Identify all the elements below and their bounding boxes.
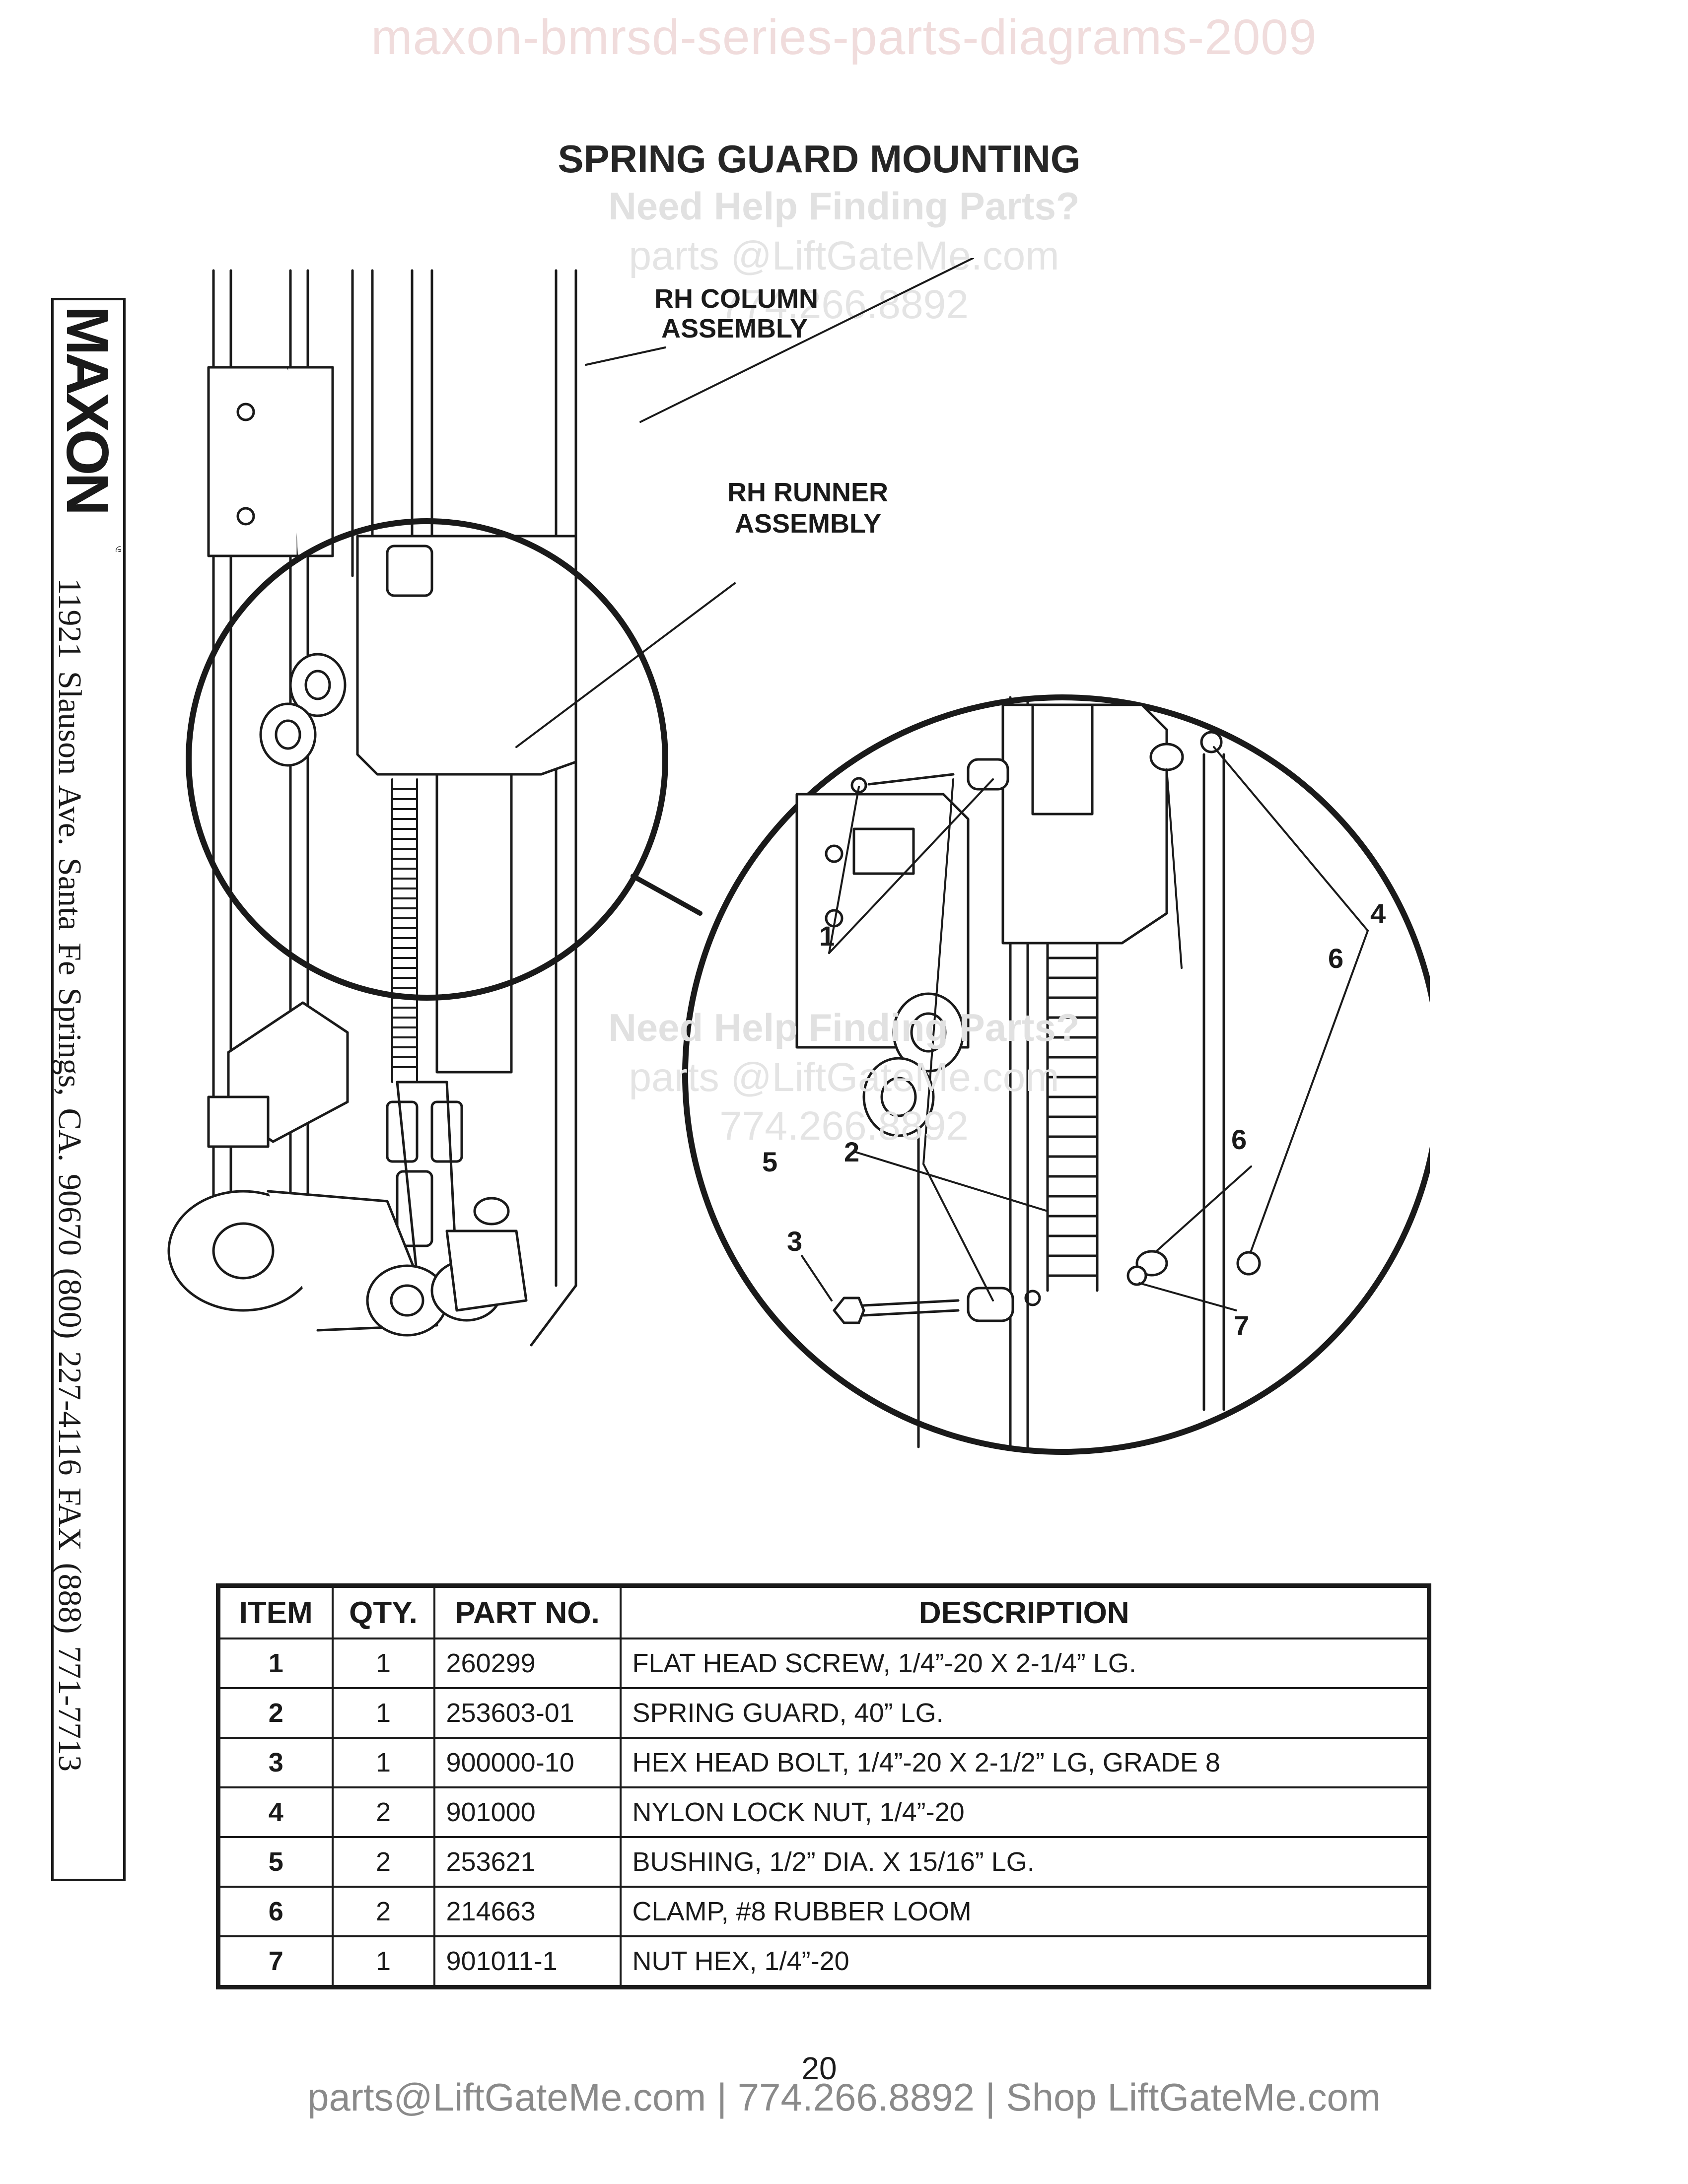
description-cell: FLAT HEAD SCREW, 1/4”-20 X 2-1/4” LG. [619,1638,1430,1689]
description-cell: SPRING GUARD, 40” LG. [619,1687,1430,1739]
watermark-header: maxon-bmrsd-series-parts-diagrams-2009 [371,9,1317,65]
callout-2: 2 [844,1136,859,1167]
help-phone-middle: 774.266.8892 [719,1103,969,1149]
help-heading: Need Help Finding Parts? [608,184,1080,228]
qty-cell: 1 [331,1638,435,1689]
description-cell: HEX HEAD BOLT, 1/4”-20 X 2-1/2” LG, GRAD… [619,1737,1430,1788]
callout-3: 3 [787,1226,802,1257]
callout-7: 7 [1234,1310,1249,1341]
table-row: 5 2 253621 BUSHING, 1/2” DIA. X 15/16” L… [217,1836,1430,1888]
header-description: DESCRIPTION [619,1584,1430,1639]
svg-text:®: ® [113,546,121,552]
part-cell: 253621 [433,1836,622,1888]
callout-4: 4 [1370,898,1386,929]
description-cell: NYLON LOCK NUT, 1/4”-20 [619,1786,1430,1838]
qty-cell: 1 [331,1935,435,1988]
label-rh-column-line2: ASSEMBLY [661,314,808,343]
qty-cell: 1 [331,1737,435,1788]
description-cell: BUSHING, 1/2” DIA. X 15/16” LG. [619,1836,1430,1888]
part-cell: 260299 [433,1638,622,1689]
help-heading-middle: Need Help Finding Parts? [608,1006,1080,1049]
label-rh-runner-line2: ASSEMBLY [735,509,881,539]
help-email[interactable]: parts @LiftGateMe.com [629,233,1059,278]
help-email-middle[interactable]: parts @LiftGateMe.com [629,1055,1059,1100]
header-item: ITEM [217,1584,334,1639]
maxon-logo-text: MAXON [56,306,121,513]
table-row: 3 1 900000-10 HEX HEAD BOLT, 1/4”-20 X 2… [217,1737,1430,1788]
magnified-detail [682,694,1430,1455]
item-cell: 4 [217,1786,334,1838]
page-title: SPRING GUARD MOUNTING [558,137,1081,181]
table-row: 2 1 253603-01 SPRING GUARD, 40” LG. [217,1687,1430,1739]
callout-5: 5 [762,1146,777,1177]
item-cell: 6 [217,1886,334,1937]
help-overlay-middle: Need Help Finding Parts? parts @LiftGate… [496,1005,1192,1150]
detail-circle-small [186,518,668,1001]
label-rh-column-line1: RH COLUMN [654,284,818,314]
qty-cell: 2 [331,1786,435,1838]
part-cell: 900000-10 [433,1737,622,1788]
header-part-no: PART NO. [433,1584,622,1639]
callout-6-top: 6 [1328,943,1343,974]
part-cell: 253603-01 [433,1687,622,1739]
item-cell: 5 [217,1836,334,1888]
table-row: 4 2 901000 NYLON LOCK NUT, 1/4”-20 [217,1786,1430,1838]
part-cell: 214663 [433,1886,622,1937]
table-row: 1 1 260299 FLAT HEAD SCREW, 1/4”-20 X 2-… [217,1638,1430,1689]
label-rh-runner-line1: RH RUNNER [727,478,888,507]
page-number: 20 [801,2050,837,2086]
maxon-logo: MAXON ® [56,306,121,552]
help-phone: 774.266.8892 [719,282,969,327]
qty-cell: 2 [331,1886,435,1937]
qty-cell: 2 [331,1836,435,1888]
item-cell: 3 [217,1737,334,1788]
description-cell: NUT HEX, 1/4”-20 [619,1935,1430,1988]
table-row: 7 1 901011-1 NUT HEX, 1/4”-20 [217,1935,1430,1988]
table-header-row: ITEM QTY. PART NO. DESCRIPTION [217,1584,1430,1639]
part-cell: 901000 [433,1786,622,1838]
table-row: 6 2 214663 CLAMP, #8 RUBBER LOOM [217,1886,1430,1937]
item-cell: 1 [217,1638,334,1689]
item-cell: 7 [217,1935,334,1988]
parts-table: ITEM QTY. PART NO. DESCRIPTION 1 1 26029… [216,1583,1431,1989]
callout-6-bottom: 6 [1231,1124,1247,1155]
rh-column-assembly-drawing [167,269,577,1347]
footer-contact[interactable]: parts@LiftGateMe.com | 774.266.8892 | Sh… [307,2075,1381,2119]
description-cell: CLAMP, #8 RUBBER LOOM [619,1886,1430,1937]
parts-diagram: RH COLUMN ASSEMBLY RH RUNNER ASSEMBLY 1 … [167,258,1430,1455]
help-overlay: Need Help Finding Parts? parts @LiftGate… [496,184,1192,328]
company-address: 11921 Slauson Ave. Santa Fe Springs, CA.… [52,578,88,1772]
header-qty: QTY. [331,1584,435,1639]
brand-sidebar [51,298,126,1881]
item-cell: 2 [217,1687,334,1739]
callout-1: 1 [819,920,835,952]
part-cell: 901011-1 [433,1935,622,1988]
qty-cell: 1 [331,1687,435,1739]
